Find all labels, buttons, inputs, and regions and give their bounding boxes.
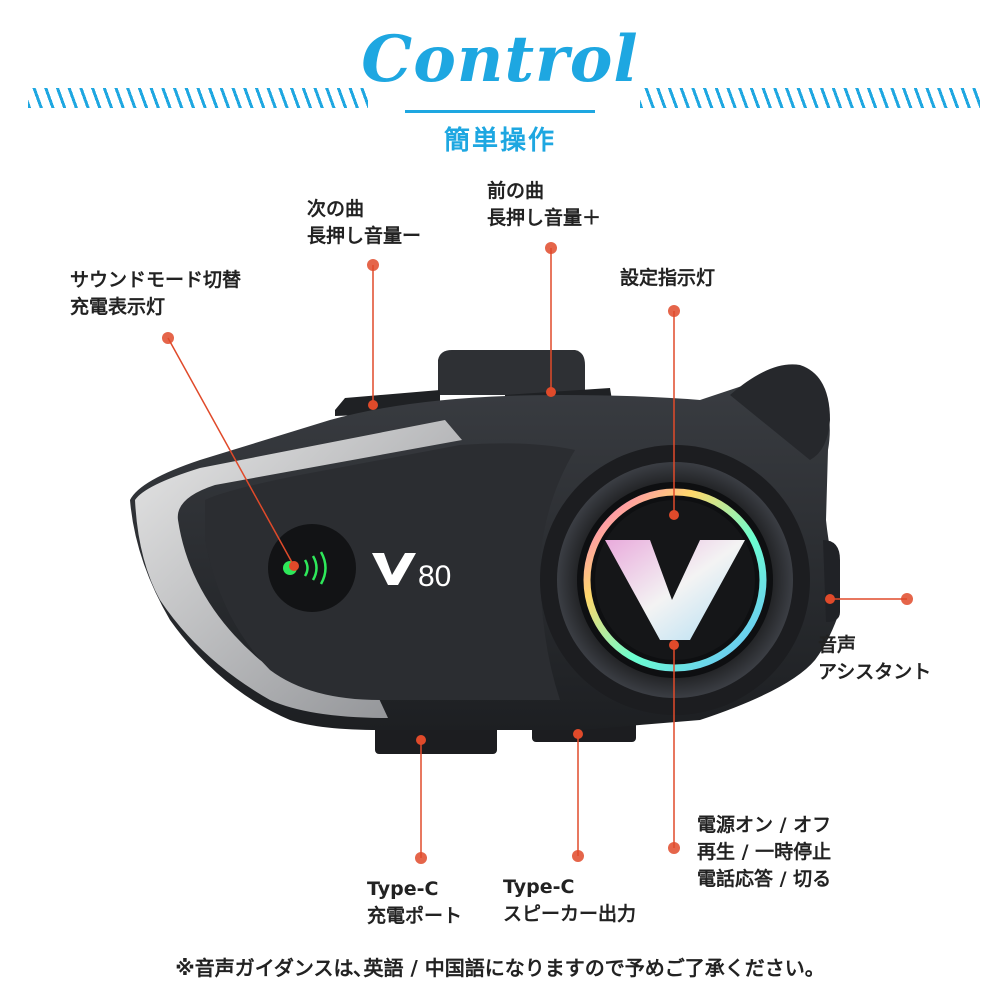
mount-bump [730, 364, 830, 460]
label-prev-track: 前の曲長押し音量＋ [487, 180, 602, 229]
page-subtitle: 簡単操作 [443, 126, 556, 156]
label-next-track: 次の曲長押し音量ー [307, 198, 422, 247]
footnote: ※音声ガイダンスは､英語 / 中国語になりますので予めご了承ください。 [175, 956, 825, 980]
label-indicator: 設定指示灯 [620, 267, 716, 289]
page-title: Control [361, 22, 639, 97]
decorative-hatch-right [640, 88, 980, 108]
label-power: 電源オン / オフ再生 / 一時停止電話応答 / 切る [697, 814, 832, 890]
top-button-back [438, 350, 585, 395]
callout-line-sound-mode [167, 337, 295, 567]
decorative-hatch-left [28, 88, 368, 108]
silver-trim [135, 420, 462, 718]
label-voice-assistant: 音声アシスタント [818, 634, 932, 683]
dial-logo-icon [605, 540, 745, 640]
sound-wave-icon [303, 551, 327, 585]
callout-dots [162, 242, 913, 864]
rgb-light-ring [583, 488, 767, 672]
sound-mode-button [268, 524, 356, 612]
model-number: 80 [418, 560, 451, 593]
label-sound-mode: サウンドモード切替充電表示灯 [70, 269, 242, 318]
callout-lines [167, 248, 907, 858]
model-logo-icon [372, 553, 416, 585]
title-underline [405, 110, 595, 113]
